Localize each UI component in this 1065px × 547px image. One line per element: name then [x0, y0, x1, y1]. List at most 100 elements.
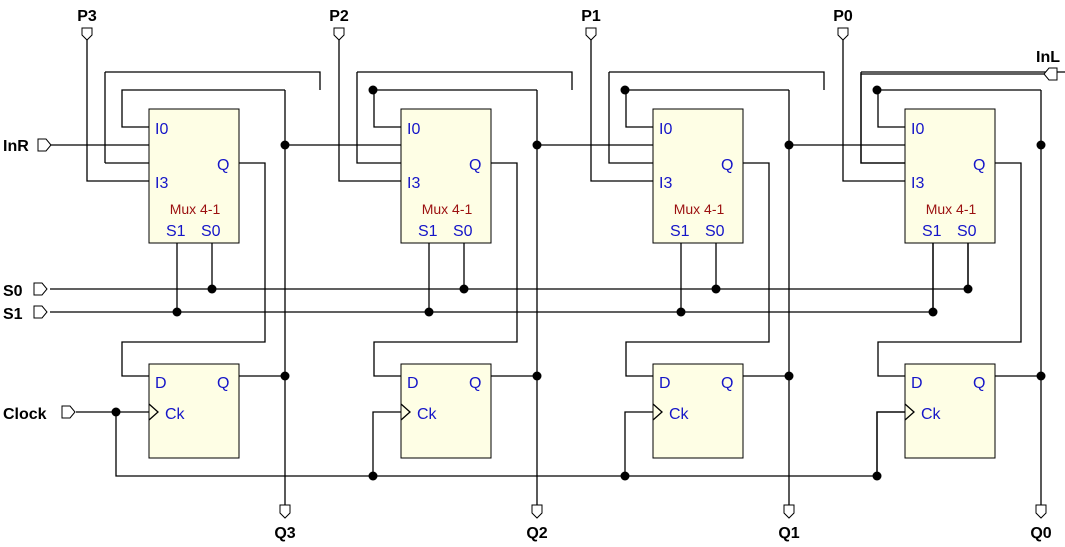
junction-dot	[368, 85, 378, 95]
junction-dot	[459, 284, 469, 294]
mux-q-label: Q	[721, 157, 733, 174]
ff-q-label: Q	[469, 375, 481, 392]
mux-i3-label: I3	[407, 175, 420, 192]
input-port-p0	[837, 27, 849, 41]
ff-d-label: D	[659, 375, 671, 392]
label-q3: Q3	[274, 525, 295, 542]
mux-i0-label: I0	[911, 121, 924, 138]
clock-branch-wire	[624, 411, 653, 476]
mux-s1-label: S1	[418, 223, 438, 240]
junction-dot	[111, 407, 121, 417]
mux-to-ff-wire	[877, 162, 1022, 377]
label-s1: S1	[3, 306, 23, 323]
parallel-input-wire	[338, 35, 401, 182]
mux-s0-label: S0	[201, 223, 221, 240]
mux-title: Mux 4-1	[422, 201, 473, 217]
mux-s1-label: S1	[166, 223, 186, 240]
clock-branch-wire	[876, 411, 905, 476]
junction-dot	[424, 307, 434, 317]
output-port-q0	[1035, 504, 1047, 519]
ff-ck-label: Ck	[417, 406, 438, 423]
mux-block-3	[148, 108, 240, 244]
junction-dot	[872, 85, 882, 95]
ff-q-label: Q	[973, 375, 985, 392]
junction-dot	[711, 284, 721, 294]
mux-i3-label: I3	[155, 175, 168, 192]
hold-feedback-wire	[877, 89, 1041, 128]
labels: P3 P2 P1 P0 InL InR S0 S1 Clock Q3 Q2 Q1…	[3, 8, 1060, 542]
mux-q-label: Q	[469, 157, 481, 174]
flip-flop-block-2	[400, 363, 492, 459]
label-p0: P0	[833, 8, 853, 25]
input-port-p3	[81, 27, 93, 41]
output-port-q1	[783, 504, 795, 519]
label-p3: P3	[77, 8, 97, 25]
clock-triangle-icon	[652, 403, 663, 421]
ff-d-label: D	[407, 375, 419, 392]
junction-dot	[620, 471, 630, 481]
mux-s1-label: S1	[670, 223, 690, 240]
clock-triangle-icon	[904, 403, 915, 421]
s0-bus-wire	[50, 243, 969, 290]
mux-i0-label: I0	[407, 121, 420, 138]
label-q2: Q2	[526, 525, 547, 542]
input-port-s0	[33, 282, 48, 296]
shift-wire	[356, 72, 401, 164]
junction-dot	[368, 471, 378, 481]
label-inr: InR	[3, 138, 29, 155]
output-port-q3	[279, 504, 291, 519]
flip-flop-block-1	[652, 363, 744, 459]
input-port-p1	[585, 27, 597, 41]
shift-wire	[105, 71, 321, 90]
junction-dot	[1036, 140, 1046, 150]
label-q1: Q1	[778, 525, 799, 542]
mux-s1-label: S1	[922, 223, 942, 240]
ff-ck-label: Ck	[921, 406, 942, 423]
mux-i3-label: I3	[911, 175, 924, 192]
junction-dot	[532, 371, 542, 381]
label-clock: Clock	[3, 406, 47, 423]
ff-q-label: Q	[217, 375, 229, 392]
input-port-p2	[333, 27, 345, 41]
label-p2: P2	[329, 8, 349, 25]
junction-dot	[280, 140, 290, 150]
shift-wire	[861, 71, 1065, 73]
junction-dot	[532, 140, 542, 150]
hold-feedback-wire	[625, 89, 789, 128]
input-port-inl	[1043, 67, 1058, 81]
label-q0: Q0	[1030, 525, 1051, 542]
flip-flop-block-0	[904, 363, 996, 459]
junction-dot	[620, 85, 630, 95]
hold-feedback-wire	[373, 89, 537, 128]
shift-wire	[609, 71, 825, 90]
output-port-q2	[531, 504, 543, 519]
mux-title: Mux 4-1	[674, 201, 725, 217]
junction-dot	[872, 471, 882, 481]
ports	[33, 27, 1058, 519]
shift-wire	[357, 71, 573, 90]
inl-wire	[860, 73, 1045, 164]
clock-branch-wire	[876, 411, 905, 476]
junction-dot	[928, 307, 938, 317]
mux-to-ff-wire	[625, 162, 770, 377]
parallel-input-wire	[842, 35, 905, 182]
ff-d-label: D	[155, 375, 167, 392]
shift-wire	[860, 72, 905, 164]
junction-dot	[280, 371, 290, 381]
mux-to-ff-wire	[373, 162, 518, 377]
junction-dot	[207, 284, 217, 294]
mux-s0-label: S0	[453, 223, 473, 240]
ff-ck-label: Ck	[669, 406, 690, 423]
mux-block-2	[400, 108, 492, 244]
flip-flop-block-3	[148, 363, 240, 459]
junction-dot	[784, 371, 794, 381]
input-port-inr	[37, 138, 52, 152]
label-s0: S0	[3, 283, 23, 300]
ff-q-label: Q	[721, 375, 733, 392]
ff-ck-label: Ck	[165, 406, 186, 423]
mux-to-ff-wire	[121, 162, 266, 377]
mux-block-0	[904, 108, 996, 244]
mux-q-label: Q	[973, 157, 985, 174]
